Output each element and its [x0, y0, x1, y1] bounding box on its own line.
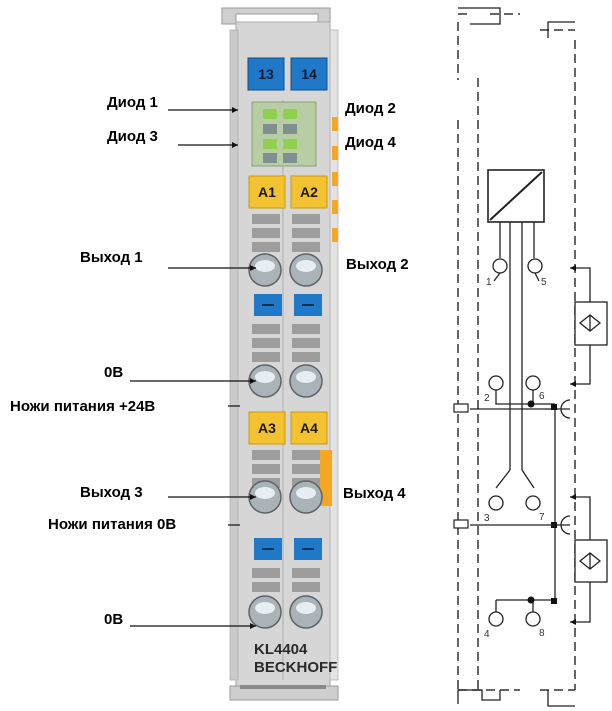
- led-window: [251, 101, 317, 167]
- model-number: KL4404: [254, 641, 308, 658]
- tag-13: 13: [247, 57, 285, 91]
- tag-a2: A2: [290, 175, 328, 209]
- schematic: [453, 7, 608, 707]
- svg-text:A3: A3: [258, 420, 276, 436]
- orange-status-bar: [320, 450, 332, 506]
- label-0v-b: 0В: [104, 611, 123, 628]
- contact-0v-a-left[interactable]: [248, 364, 282, 398]
- svg-text:14: 14: [301, 66, 317, 82]
- contact-0v-b-right[interactable]: [289, 595, 323, 629]
- svg-text:A1: A1: [258, 184, 276, 200]
- orange-led-marks: [332, 117, 338, 242]
- terminal-slots-row1: [252, 214, 320, 252]
- pin-label-1: 1: [486, 277, 492, 288]
- blue-marker-2: [254, 538, 322, 560]
- pin-label-7: 7: [539, 512, 545, 523]
- label-diode-2: Диод 2: [345, 100, 396, 117]
- pin-label-8: 8: [539, 628, 545, 639]
- label-diode-1: Диод 1: [107, 94, 158, 111]
- label-power-24v: Ножи питания +24В: [10, 398, 155, 415]
- pin-label-2: 2: [484, 393, 490, 404]
- contact-0v-a-right[interactable]: [289, 364, 323, 398]
- contact-output-2[interactable]: [289, 253, 323, 287]
- label-0v-a: 0В: [104, 364, 123, 381]
- label-diode-3: Диод 3: [107, 128, 158, 145]
- contact-output-4[interactable]: [289, 480, 323, 514]
- terminal-slots-row2: [252, 324, 320, 362]
- brand-name: BECKHOFF: [254, 659, 337, 676]
- tag-a1: A1: [248, 175, 286, 209]
- label-power-0v: Ножи питания 0В: [48, 516, 176, 533]
- label-output-4: Выход 4: [343, 485, 406, 502]
- contact-0v-b-left[interactable]: [248, 595, 282, 629]
- schematic-outline: [457, 13, 576, 691]
- label-output-2: Выход 2: [346, 256, 409, 273]
- svg-text:A4: A4: [300, 420, 318, 436]
- pin-label-5: 5: [541, 277, 547, 288]
- tag-a4: A4: [290, 411, 328, 445]
- label-output-1: Выход 1: [80, 249, 143, 266]
- pin-label-6: 6: [539, 391, 545, 402]
- contact-output-1[interactable]: [248, 253, 282, 287]
- label-output-3: Выход 3: [80, 484, 143, 501]
- tag-a3: A3: [248, 411, 286, 445]
- pin-label-3: 3: [484, 513, 490, 524]
- svg-text:A2: A2: [300, 184, 318, 200]
- tag-14: 14: [290, 57, 328, 91]
- terminal-slots-row4: [252, 568, 320, 592]
- pin-label-4: 4: [484, 629, 490, 640]
- blue-marker-1: [254, 294, 322, 316]
- label-diode-4: Диод 4: [345, 134, 397, 151]
- svg-text:13: 13: [258, 66, 274, 82]
